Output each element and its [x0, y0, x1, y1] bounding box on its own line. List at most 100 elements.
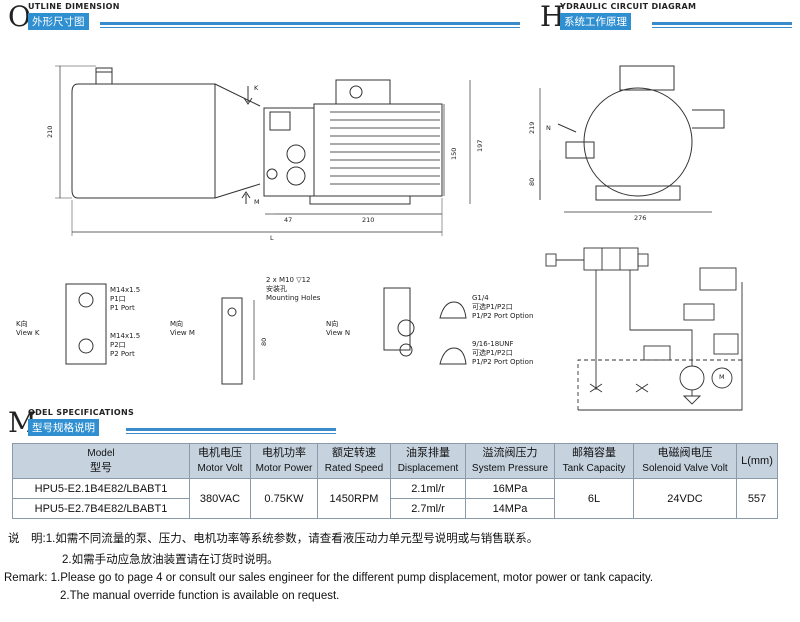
- motor-body: [313, 103, 443, 197]
- n-option2-zh: 可选P1/P2口: [472, 349, 513, 357]
- view-m-en: View M: [170, 329, 195, 337]
- col-motor-power-zh: 电机功率: [262, 447, 306, 459]
- k-port2-en: P2 Port: [110, 350, 135, 358]
- cell-pressure: 16MPa: [465, 478, 555, 499]
- col-displacement-zh: 油泵排量: [406, 447, 450, 459]
- manifold-block: [263, 107, 315, 197]
- table-row: HPU5-E2.7B4E82/LBABT1 2.7ml/r 14MPa: [12, 498, 778, 519]
- manifold-valve-top: [286, 144, 306, 164]
- n-option1-zh: 可选P1/P2口: [472, 303, 513, 311]
- hc-label-219: 219: [528, 121, 536, 134]
- col-pressure-zh: 溢流阀压力: [482, 447, 538, 459]
- option-fitting-1: [439, 301, 467, 319]
- throttle-a: [589, 383, 603, 393]
- col-length-label: L(mm): [741, 454, 773, 467]
- view-n-zh: N向: [326, 320, 339, 328]
- spec-header-row: Model 型号 电机电压 Motor Volt 电机功率 Motor Powe…: [12, 443, 778, 479]
- view-n-caption: N向 View N: [326, 320, 350, 338]
- outline-dimension-header: O UTLINE DIMENSION 外形尺寸图: [8, 2, 528, 32]
- motor-terminal-box: [335, 79, 391, 105]
- col-rated-speed: 额定转速 Rated Speed: [317, 443, 391, 479]
- col-solenoid-volt: 电磁阀电压 Solenoid Valve Volt: [633, 443, 737, 479]
- spec-table: Model 型号 电机电压 Motor Volt 电机功率 Motor Powe…: [12, 443, 778, 519]
- model-title-zh: 型号规格说明: [28, 419, 99, 436]
- col-length: L(mm): [736, 443, 778, 479]
- col-system-pressure: 溢流阀压力 System Pressure: [465, 443, 555, 479]
- m-holes-label: 2 x M10 ▽12 安装孔 Mounting Holes: [266, 276, 320, 303]
- k-port2-thread: M14x1.5: [110, 332, 141, 340]
- outline-rule-thin: [100, 27, 520, 28]
- motor-symbol: [711, 367, 733, 389]
- k-port1-label: M14x1.5 P1口 P1 Port: [110, 286, 140, 313]
- view-n-port: [397, 319, 415, 337]
- cell-tank: 6L: [554, 478, 634, 519]
- outline-title-en: UTLINE DIMENSION: [28, 2, 120, 11]
- outline-rule: [100, 22, 520, 25]
- cell-solenoid-volt: 24VDC: [633, 478, 737, 519]
- filler-cap: [95, 67, 113, 85]
- cell-rated-speed: 1450RPM: [317, 478, 391, 519]
- view-k-block: [65, 283, 107, 365]
- col-motor-volt: 电机电压 Motor Volt: [189, 443, 251, 479]
- option-fitting-2: [439, 347, 467, 365]
- dim-label-150: 150: [450, 147, 458, 160]
- hydraulic-end-view: [539, 65, 725, 213]
- motor-foot: [309, 195, 411, 205]
- end-base: [595, 185, 681, 201]
- view-k-en: View K: [16, 329, 40, 337]
- note-zh-1-text: 1.如需不同流量的泵、压力、电机功率等系统参数，请查看液压动力单元型号说明或与销…: [45, 533, 539, 545]
- terminal-gland: [349, 85, 363, 99]
- arrow-m: [241, 191, 251, 204]
- n-option2-label: 9/16-18UNF 可选P1/P2口 P1/P2 Port Option: [472, 340, 533, 367]
- m-holes-zh: 安装孔: [266, 285, 287, 293]
- col-rated-speed-en: Rated Speed: [324, 463, 384, 474]
- end-side-valve: [565, 141, 595, 159]
- col-model-zh: 型号: [90, 462, 112, 474]
- view-k-p2-port: [78, 338, 94, 354]
- col-tank-en: Tank Capacity: [562, 463, 626, 474]
- m-dim-80-label: 80: [260, 337, 268, 346]
- cell-displacement: 2.1ml/r: [390, 478, 466, 499]
- hc-label-n: N: [546, 124, 551, 132]
- outline-letter: O: [8, 0, 31, 33]
- cell-pressure: 14MPa: [465, 498, 555, 519]
- view-m-hole-1: [227, 307, 237, 317]
- end-terminal-box: [619, 65, 675, 91]
- model-rule-thin: [126, 433, 336, 434]
- k-port1-en: P1 Port: [110, 304, 135, 312]
- m-holes-en: Mounting Holes: [266, 294, 321, 302]
- tank-cone-bottom: [214, 183, 261, 199]
- dim-label-47: 47: [284, 216, 293, 224]
- note-en-label: Remark:: [4, 572, 48, 584]
- tank-outline-top: [577, 359, 742, 410]
- col-model-en: Model: [87, 448, 115, 459]
- n-option1-thread: G1/4: [472, 294, 489, 302]
- col-solenoid-en: Solenoid Valve Volt: [642, 463, 728, 474]
- directional-valve: [583, 247, 639, 271]
- view-m-zh: M向: [170, 320, 184, 328]
- tank-cone: [214, 83, 261, 107]
- note-en-2: 2.The manual override function is availa…: [60, 590, 339, 602]
- note-zh-2: 2.如需手动应急放油装置请在订货时说明。: [62, 551, 279, 567]
- motor-end-circle: [583, 87, 693, 197]
- note-en-2-text: 2.The manual override function is availa…: [60, 590, 340, 602]
- tank-outline: [578, 282, 743, 411]
- view-n-block: [383, 287, 411, 351]
- col-motor-volt-en: Motor Volt: [197, 463, 243, 474]
- end-valve: [692, 109, 725, 129]
- note-zh-label: 说 明:: [8, 533, 46, 545]
- check-valve: [683, 303, 715, 321]
- col-displacement: 油泵排量 Displacement: [390, 443, 466, 479]
- model-title-en: ODEL SPECIFICATIONS: [28, 408, 135, 417]
- n-option1-en: P1/P2 Port Option: [472, 312, 534, 320]
- col-tank-zh: 邮箱容量: [572, 447, 616, 459]
- col-motor-power-en: Motor Power: [255, 463, 313, 474]
- view-k-drawing: [65, 283, 107, 365]
- arrow-n-end: [557, 123, 577, 133]
- hc-label-m: M: [719, 373, 725, 381]
- view-k-caption: K向 View K: [16, 320, 39, 338]
- manifold-port: [269, 111, 291, 131]
- m-holes-thread: 2 x M10 ▽12: [266, 276, 311, 284]
- technical-drawings: [55, 65, 743, 411]
- col-rated-speed-zh: 额定转速: [332, 447, 376, 459]
